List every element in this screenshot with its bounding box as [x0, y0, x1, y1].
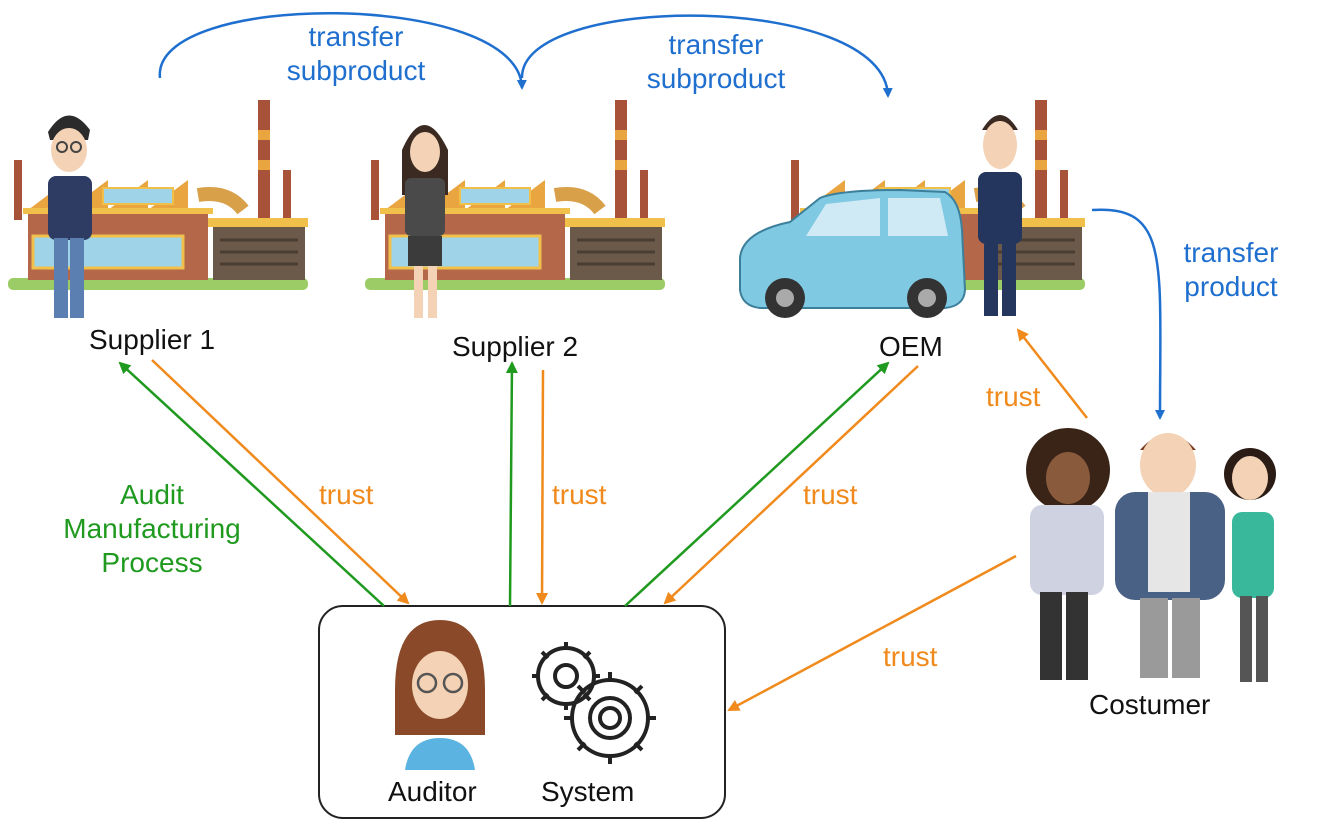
transfer-label: transfer product: [1166, 236, 1296, 304]
audit-label: Audit Manufacturing Process: [42, 478, 262, 580]
transfer-label: transfer subproduct: [266, 20, 446, 88]
trust-label: trust: [319, 479, 374, 510]
auditor-icon: [395, 620, 485, 770]
transfer-arrow: [1091, 208, 1166, 420]
trust-label: trust: [803, 479, 858, 510]
transfer-label: transfer subproduct: [626, 28, 806, 96]
car-icon: [739, 188, 967, 318]
audit-line: Manufacturing: [63, 513, 241, 544]
trust-label: trust: [986, 381, 1041, 412]
trust-label: trust: [552, 479, 607, 510]
group-icon: [1026, 428, 1276, 682]
transfer-line: subproduct: [646, 63, 786, 94]
costumer-label: Costumer: [1089, 689, 1211, 720]
transfer-arrow: [158, 12, 527, 90]
transfer-line: subproduct: [286, 55, 426, 86]
person-icon: [978, 115, 1022, 316]
audit-arrow: [118, 361, 385, 607]
trust-label: trust: [883, 641, 938, 672]
audit-line: Process: [101, 547, 203, 578]
auditor-label: Auditor: [388, 776, 477, 807]
transfer-line: product: [1184, 271, 1278, 302]
supplier1-label: Supplier 1: [89, 324, 216, 355]
trust-arrow: [727, 554, 1017, 712]
trust-arrow: [151, 359, 410, 605]
transfer-line: transfer: [668, 29, 764, 60]
transfer-line: transfer: [308, 21, 404, 52]
gears-icon: [532, 642, 656, 764]
trust-arrow: [1016, 328, 1088, 419]
transfer-line: transfer: [1183, 237, 1279, 268]
trust-arrow: [663, 365, 919, 605]
transfer-arrow: [520, 14, 893, 98]
system-label: System: [541, 776, 635, 807]
supplier2-label: Supplier 2: [452, 331, 579, 362]
trust-arrow: [536, 369, 549, 605]
oem-label: OEM: [879, 331, 943, 362]
auditor-system-box: [318, 605, 726, 819]
audit-line: Audit: [120, 479, 184, 510]
person-icon: [402, 125, 448, 318]
audit-arrow: [624, 361, 890, 607]
person-icon: [48, 115, 92, 318]
audit-arrow: [505, 361, 518, 607]
